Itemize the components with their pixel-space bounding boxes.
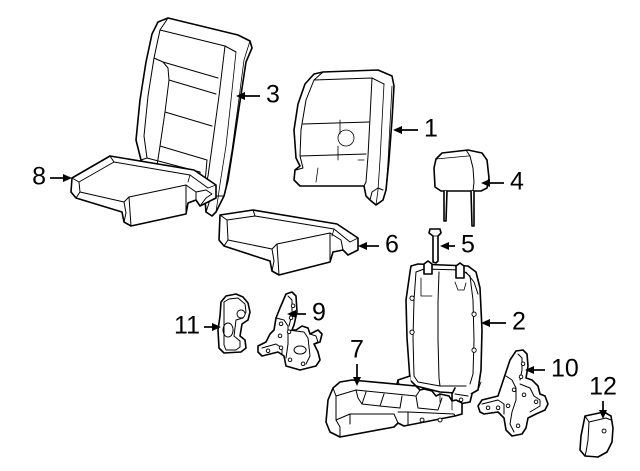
part-hinge-cover-trim [579,411,614,458]
part-latch-bracket-outer [477,349,549,437]
callout-label-2: 2 [512,308,526,336]
callout-group-7: 7 [350,336,364,386]
part-seat-back-cushion-right [293,69,395,206]
arrowhead-12 [599,410,607,419]
arrowhead-2 [481,319,490,327]
part-seat-bottom-cushion-left [70,155,217,227]
callout-label-7: 7 [350,336,364,364]
callout-group-11: 11 [174,312,221,340]
callout-label-3: 3 [266,81,280,109]
arrowhead-1 [393,126,402,134]
callout-label-1: 1 [424,115,438,143]
arrowhead-9 [287,310,296,318]
callout-label-6: 6 [385,231,399,259]
arrowhead-10 [525,366,534,374]
arrowhead-4 [481,179,490,187]
callout-group-3: 3 [236,81,280,109]
callout-label-12: 12 [589,373,617,401]
callout-group-1: 1 [393,115,438,143]
callout-group-9: 9 [287,299,326,327]
callout-label-9: 9 [312,299,326,327]
arrowhead-8 [63,174,72,182]
part-head-restraint [433,149,490,227]
arrowhead-3 [236,92,245,100]
part-pivot-bracket [217,293,251,354]
callout-label-10: 10 [551,355,579,383]
arrowhead-6 [358,242,367,250]
callout-group-8: 8 [32,163,72,191]
callout-group-5: 5 [440,231,475,259]
callout-label-5: 5 [461,231,475,259]
callout-group-6: 6 [358,231,399,259]
callout-group-10: 10 [525,355,579,383]
callout-group-4: 4 [481,168,524,196]
part-seat-bottom-cushion-right [218,209,359,276]
arrowhead-5 [440,242,449,250]
callout-label-8: 8 [32,163,46,191]
callout-group-2: 2 [481,308,526,336]
callout-label-11: 11 [174,312,200,340]
part-seat-back-frame-panel [395,260,483,405]
part-seat-bottom-frame-pan [325,379,463,438]
part-guide-bolt [428,228,442,264]
callout-group-12: 12 [589,373,617,419]
arrowhead-11 [212,323,221,331]
callout-label-4: 4 [510,168,524,196]
part-hinge-bracket-inner [257,291,323,371]
arrowhead-7 [353,377,361,386]
